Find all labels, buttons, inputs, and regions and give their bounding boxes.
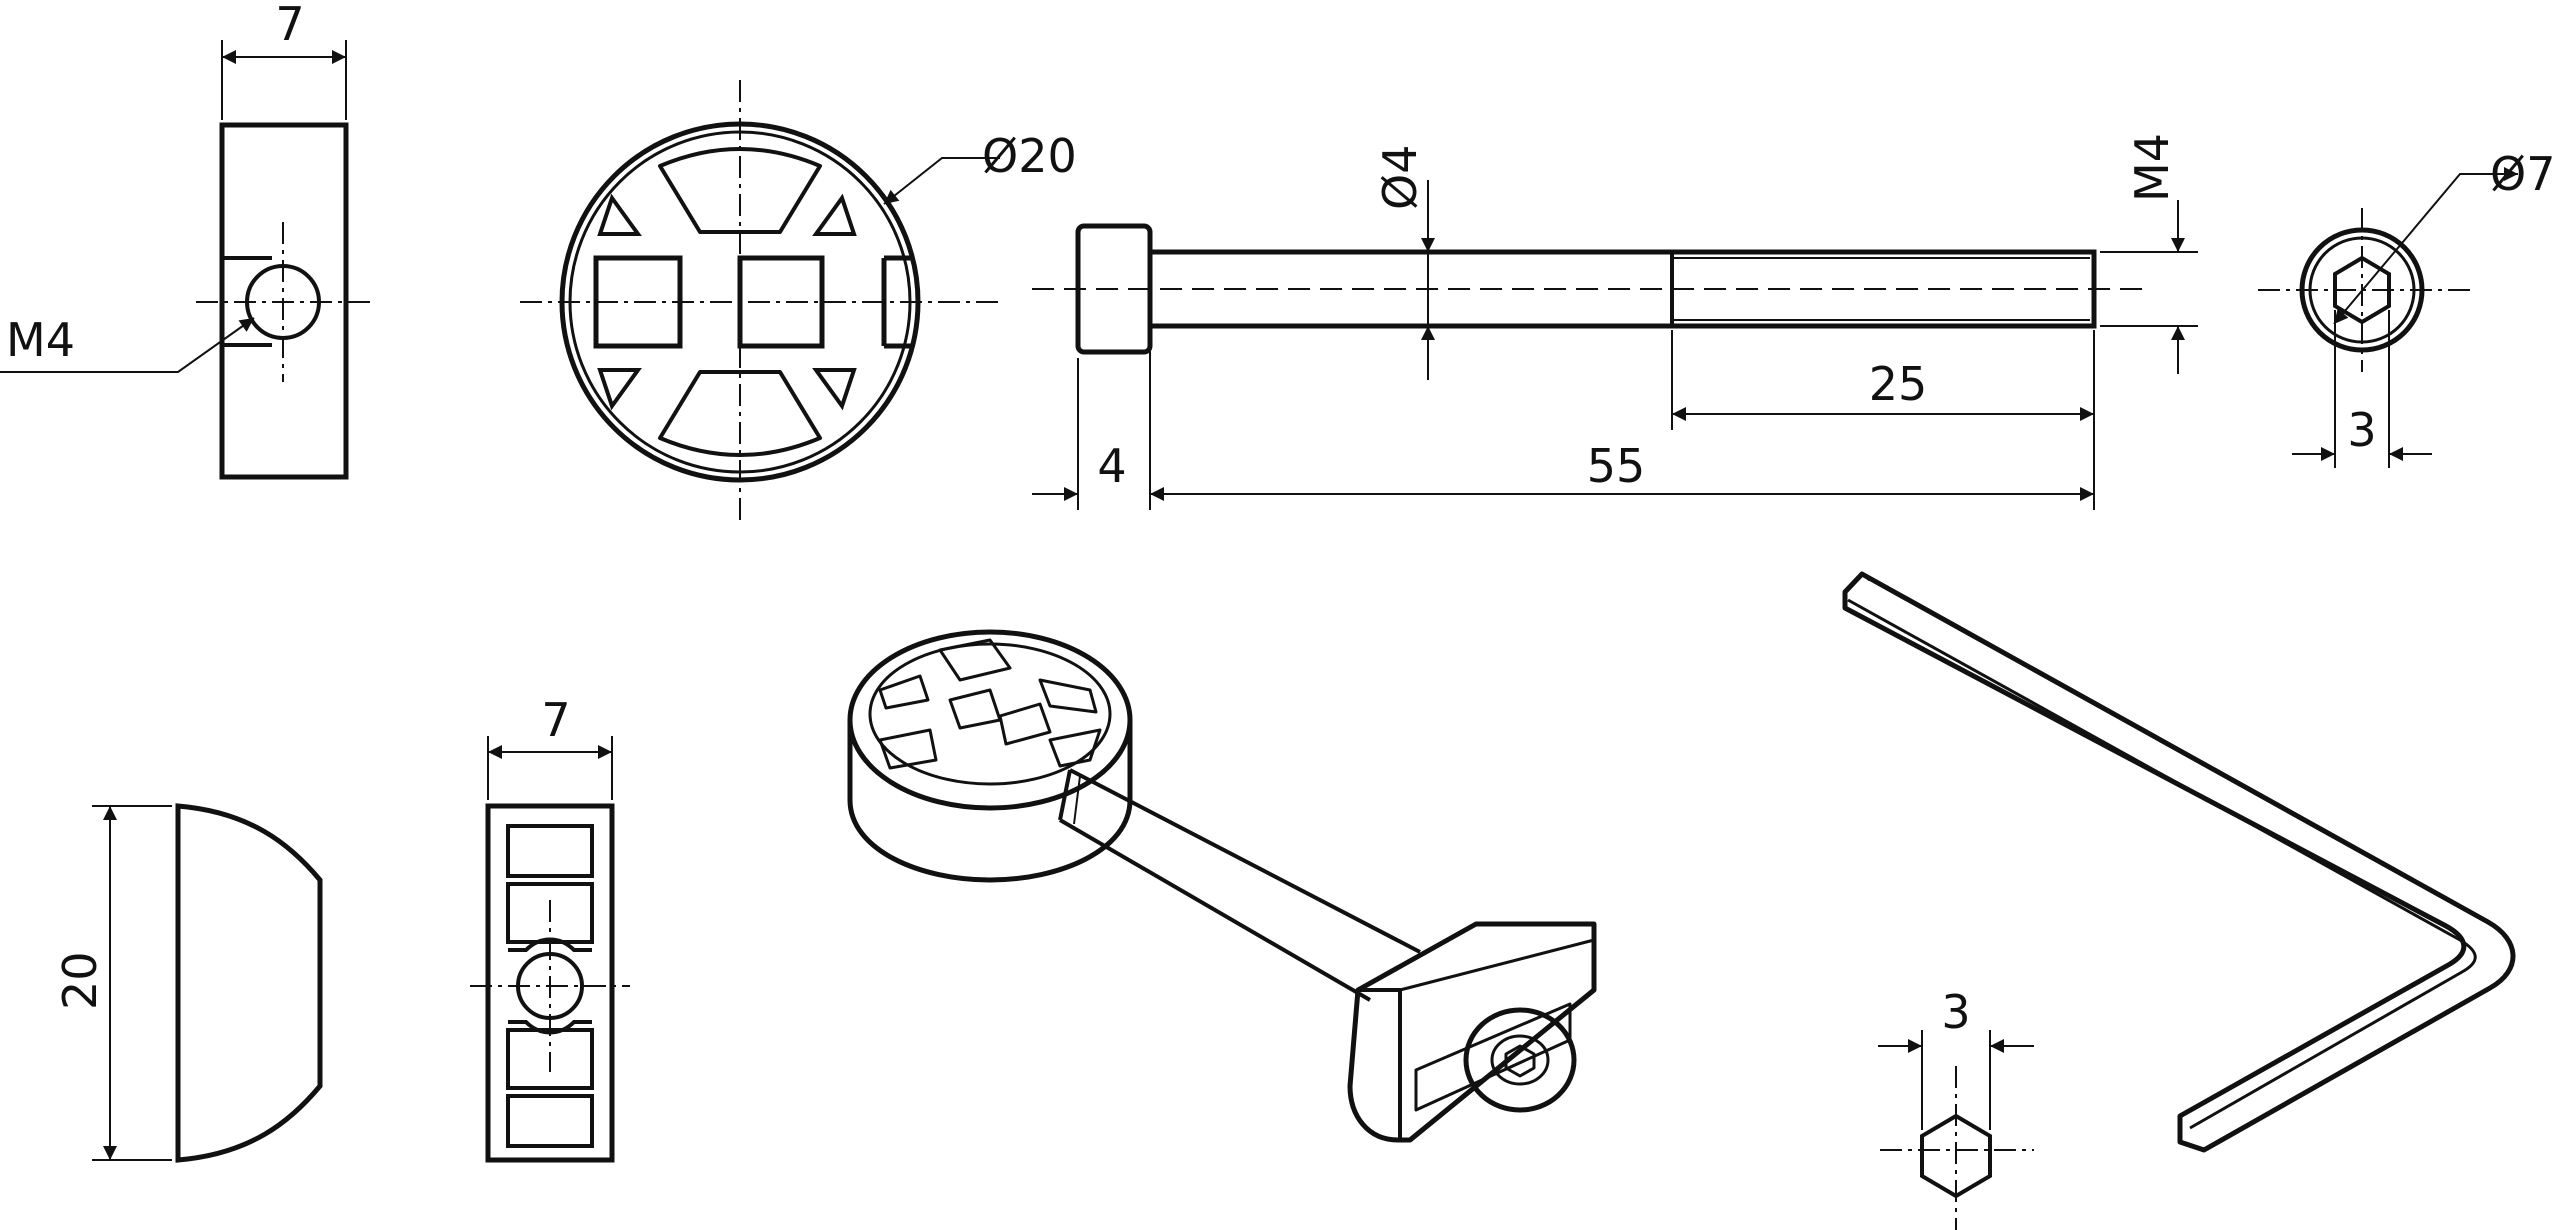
isometric-assembly — [847, 629, 1597, 1143]
key-cross-section — [1878, 1030, 2034, 1230]
key-size-label: 3 — [1941, 985, 1970, 1039]
bolt-thread-label: M4 — [2125, 133, 2179, 202]
washer-top-view — [520, 80, 1000, 522]
hex-key — [1842, 571, 2516, 1153]
bolt-side-view — [1032, 180, 2198, 510]
hex-socket-label: 3 — [2347, 403, 2376, 457]
washer-side-view — [92, 803, 323, 1163]
side-height-label: 20 — [53, 951, 107, 1010]
head-diameter-label: Ø7 — [2490, 147, 2555, 201]
nut-thread-label: M4 — [6, 313, 75, 367]
side-width-label: 7 — [541, 693, 570, 747]
nut-front-view — [0, 40, 370, 480]
nut-width-label: 7 — [275, 0, 304, 51]
head-length-label: 4 — [1097, 439, 1126, 493]
bolt-head-end-view — [2258, 167, 2518, 468]
total-length-label: 55 — [1587, 439, 1646, 493]
nut-side-view — [470, 736, 630, 1163]
thread-length-label: 25 — [1869, 357, 1928, 411]
shaft-diameter-label: Ø4 — [1373, 145, 1427, 210]
washer-diameter-label: Ø20 — [982, 129, 1077, 183]
